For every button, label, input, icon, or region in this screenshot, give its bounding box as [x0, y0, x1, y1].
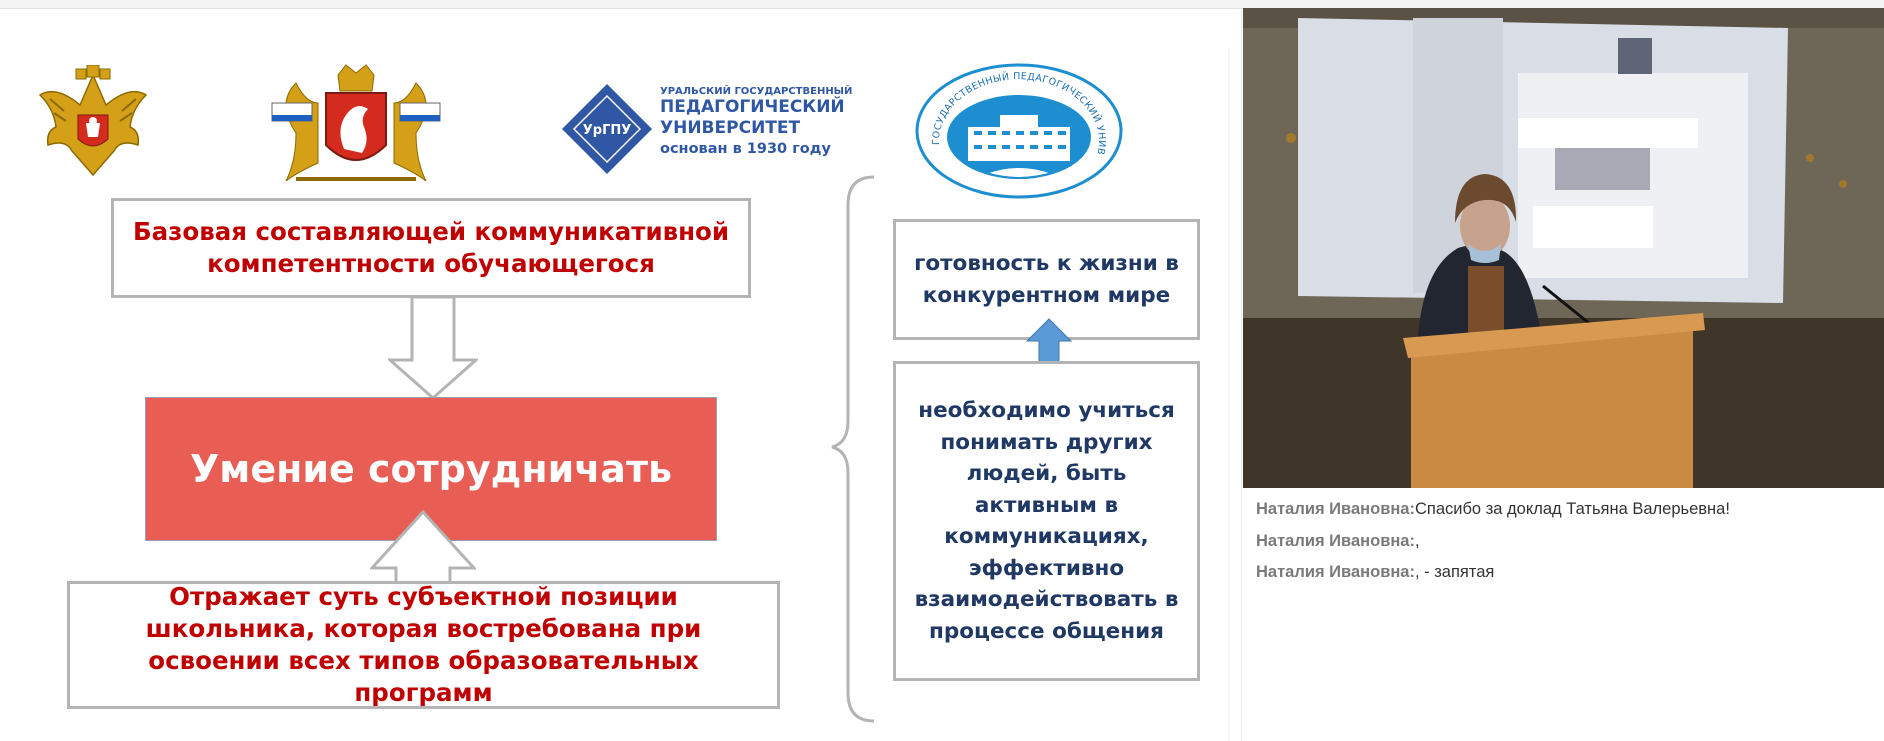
chat-text: Спасибо за доклад Татьяна Валерьевна! [1414, 500, 1730, 518]
chat-author: Наталия Ивановна: [1256, 500, 1415, 518]
right-top-text: готовность к жизни в конкурентном мире [914, 251, 1179, 308]
main-skill-text: Умение сотрудничать [190, 447, 672, 491]
browser-top-strip [0, 0, 1884, 9]
down-arrow-icon [388, 296, 478, 400]
speaker-video[interactable] [1243, 8, 1884, 488]
presentation-slide: УрГПУ УРАЛЬСКИЙ ГОСУДАРСТВЕННЫЙ ПЕДАГОГИ… [0, 47, 1228, 741]
panel-divider [1241, 8, 1242, 741]
ustu-logo-text: УРАЛЬСКИЙ ГОСУДАРСТВЕННЫЙ ПЕДАГОГИЧЕСКИЙ… [660, 85, 860, 159]
right-top-box: готовность к жизни в конкурентном мире [893, 219, 1200, 340]
ustu-logo-line4: основан в 1930 году [660, 141, 831, 157]
chat-text: , [1414, 531, 1420, 550]
video-frame-image [1243, 8, 1884, 488]
ustu-logo-line2: ПЕДАГОГИЧЕСКИЙ [660, 97, 845, 117]
chat-message: Наталия Ивановна:Спасибо за доклад Татья… [1256, 494, 1876, 526]
chat-text: , - запятая [1414, 563, 1495, 581]
sverdlovsk-coat-of-arms-icon [271, 64, 441, 182]
ustu-logo-line3: УНИВЕРСИТЕТ [660, 118, 801, 138]
top-definition-text: Базовая составляющей коммуникативной ком… [132, 217, 730, 278]
right-bottom-box: необходимо учиться понимать других людей… [893, 361, 1200, 681]
right-bottom-text: необходимо учиться понимать других людей… [914, 398, 1179, 644]
chat-message: Наталия Ивановна:, [1256, 526, 1876, 558]
chat-author: Наталия Ивановна: [1256, 531, 1415, 550]
bottom-definition-text: Отражает суть субъектной позиции школьни… [145, 582, 702, 707]
ustu-logo-line1: УРАЛЬСКИЙ ГОСУДАРСТВЕННЫЙ [660, 86, 853, 97]
russia-coat-of-arms-icon [38, 65, 148, 177]
bottom-definition-box: Отражает суть субъектной позиции школьни… [67, 581, 780, 709]
svg-text:УрГПУ: УрГПУ [583, 123, 632, 138]
chat-message: Наталия Ивановна:, - запятая [1256, 557, 1876, 589]
ustu-emblem-icon: УрГПУ [562, 84, 652, 174]
chat-panel: Наталия Ивановна:Спасибо за доклад Татья… [1256, 494, 1876, 589]
tomsk-university-emblem-icon: ТОМСКИЙ ГОСУДАРСТВЕННЫЙ ПЕДАГОГИЧЕСКИЙ У… [912, 59, 1123, 199]
curly-brace-icon [831, 175, 875, 723]
top-definition-box: Базовая составляющей коммуникативной ком… [111, 198, 751, 298]
chat-author: Наталия Ивановна: [1256, 563, 1415, 581]
